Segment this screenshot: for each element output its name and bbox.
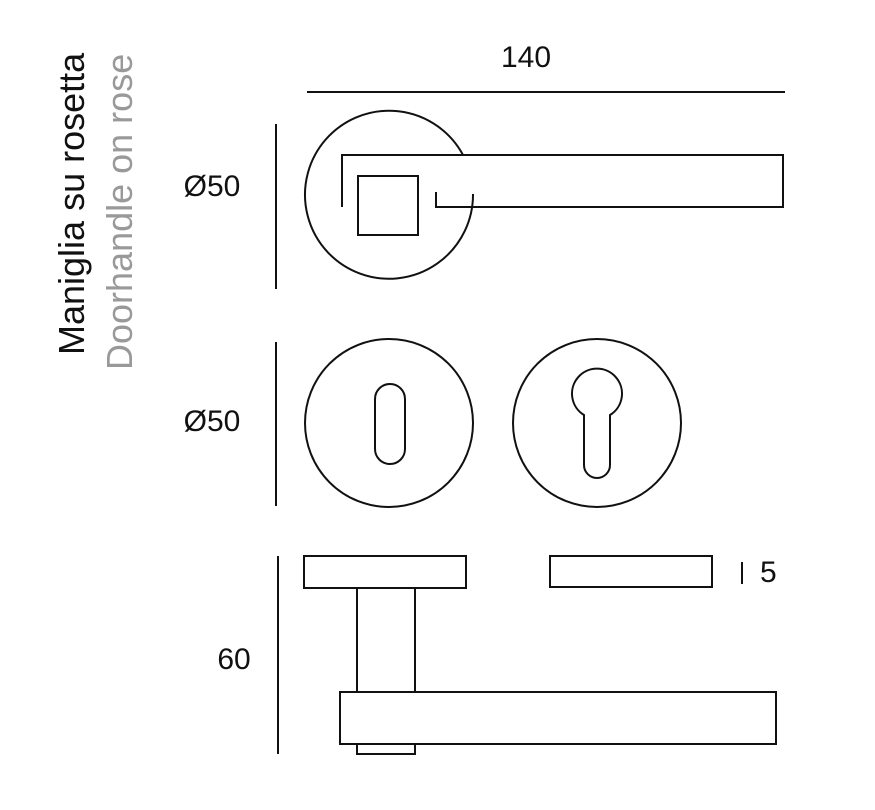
lever-square-block bbox=[357, 175, 419, 236]
cylinder-rose-circle bbox=[512, 338, 682, 508]
handle-neck bbox=[356, 587, 416, 693]
lever-end-cap bbox=[356, 743, 416, 755]
lever-side-bar bbox=[339, 691, 777, 745]
rose-diameter-label-top: Ø50 bbox=[184, 170, 241, 203]
title-group: Maniglia su rosetta bbox=[51, 52, 92, 355]
escutcheons-row: Ø50 bbox=[184, 338, 682, 508]
escutcheon-side-plate bbox=[549, 555, 713, 588]
handle-top-view: Ø50 bbox=[184, 109, 784, 289]
key-rose-circle bbox=[304, 338, 474, 508]
title-group-english: Doorhandle on rose bbox=[99, 54, 140, 370]
rose-side-plate bbox=[303, 555, 467, 589]
key-slot bbox=[374, 383, 406, 465]
cylinder-keyhole bbox=[571, 367, 623, 479]
title-italian: Maniglia su rosetta bbox=[51, 52, 92, 355]
thickness-label: 5 bbox=[760, 556, 777, 589]
handle-side-view: 60 5 bbox=[217, 555, 777, 755]
lever-outline bbox=[341, 154, 784, 208]
length-label: 140 bbox=[501, 41, 551, 74]
projection-label: 60 bbox=[217, 643, 250, 676]
title-english: Doorhandle on rose bbox=[99, 54, 140, 370]
rose-circle-top bbox=[304, 109, 475, 280]
rose-diameter-label-middle: Ø50 bbox=[184, 405, 241, 438]
